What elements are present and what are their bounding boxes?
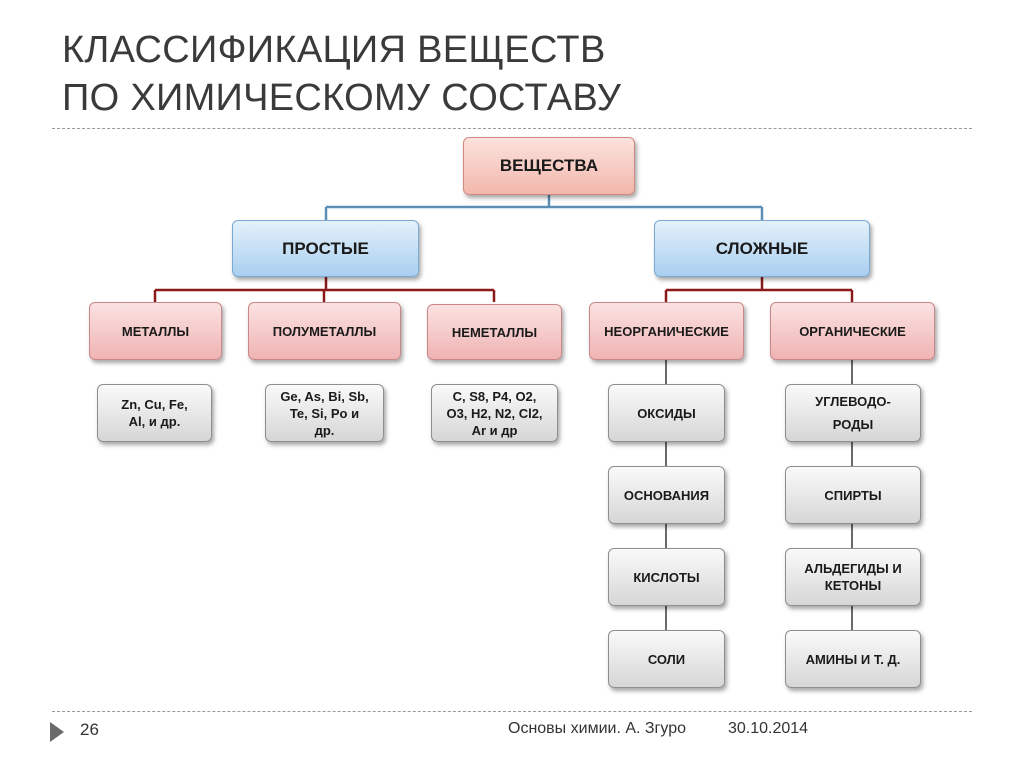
leaf-semimetals-examples: Ge, As, Bi, Sb, Te, Si, Po и др.	[265, 384, 384, 442]
leaf-hydrocarbons: УГЛЕВОДО- РОДЫ	[785, 384, 921, 442]
leaf-text: РОДЫ	[832, 417, 874, 432]
connectors-complex	[664, 277, 854, 302]
title-line-1: КЛАССИФИКАЦИЯ ВЕЩЕСТВ	[62, 29, 606, 71]
leaf-text: O3, H2, N2, Cl2,	[446, 405, 543, 421]
node-complex: СЛОЖНЫЕ	[654, 220, 870, 277]
leaf-text: АЛЬДЕГИДЫ И	[804, 561, 902, 576]
slide-arrow-icon	[50, 722, 64, 742]
leaf-text: Te, Si, Po и	[289, 405, 360, 421]
slide-number: 26	[80, 720, 99, 739]
leaf-metals-examples: Zn, Cu, Fe, Al, и др.	[97, 384, 212, 442]
leaf-text: УГЛЕВОДО-	[815, 394, 891, 409]
leaf-aldehydes-ketones: АЛЬДЕГИДЫ И КЕТОНЫ	[785, 548, 921, 606]
leaf-text: др.	[314, 422, 335, 438]
leaf-text: Ar и др	[471, 422, 518, 438]
connectors-leaves	[665, 360, 853, 630]
connectors-simple	[153, 277, 496, 302]
leaf-text: Ge, As, Bi, Sb,	[280, 388, 369, 404]
connectors-root	[324, 195, 764, 221]
node-semimetals: ПОЛУМЕТАЛЛЫ	[248, 302, 401, 360]
node-nonmetals: НЕМЕТАЛЛЫ	[427, 304, 562, 360]
title-divider	[52, 128, 972, 129]
leaf-text: C, S8, P4, O2,	[452, 388, 537, 404]
leaf-oxides: ОКСИДЫ	[608, 384, 725, 442]
node-organic: ОРГАНИЧЕСКИЕ	[770, 302, 935, 360]
node-simple: ПРОСТЫЕ	[232, 220, 419, 277]
leaf-salts: СОЛИ	[608, 630, 725, 688]
footer-divider	[52, 711, 972, 712]
leaf-text: Zn, Cu, Fe,	[121, 397, 188, 412]
node-substances: ВЕЩЕСТВА	[463, 137, 635, 195]
footer-course: Основы химии. А. Згуро	[508, 720, 687, 737]
node-inorganic: НЕОРГАНИЧЕСКИЕ	[589, 302, 744, 360]
leaf-nonmetals-examples: C, S8, P4, O2, O3, H2, N2, Cl2, Ar и др	[431, 384, 558, 442]
leaf-acids: КИСЛОТЫ	[608, 548, 725, 606]
footer-date: 30.10.2014	[728, 720, 809, 737]
leaf-bases: ОСНОВАНИЯ	[608, 466, 725, 524]
page-title: КЛАССИФИКАЦИЯ ВЕЩЕСТВ ПО ХИМИЧЕСКОМУ СОС…	[62, 26, 621, 122]
leaf-alcohols: СПИРТЫ	[785, 466, 921, 524]
leaf-text: Al, и др.	[128, 414, 181, 429]
leaf-text: КЕТОНЫ	[824, 578, 882, 593]
title-line-2: ПО ХИМИЧЕСКОМУ СОСТАВУ	[62, 77, 622, 119]
node-metals: МЕТАЛЛЫ	[89, 302, 222, 360]
leaf-amines: АМИНЫ И Т. Д.	[785, 630, 921, 688]
